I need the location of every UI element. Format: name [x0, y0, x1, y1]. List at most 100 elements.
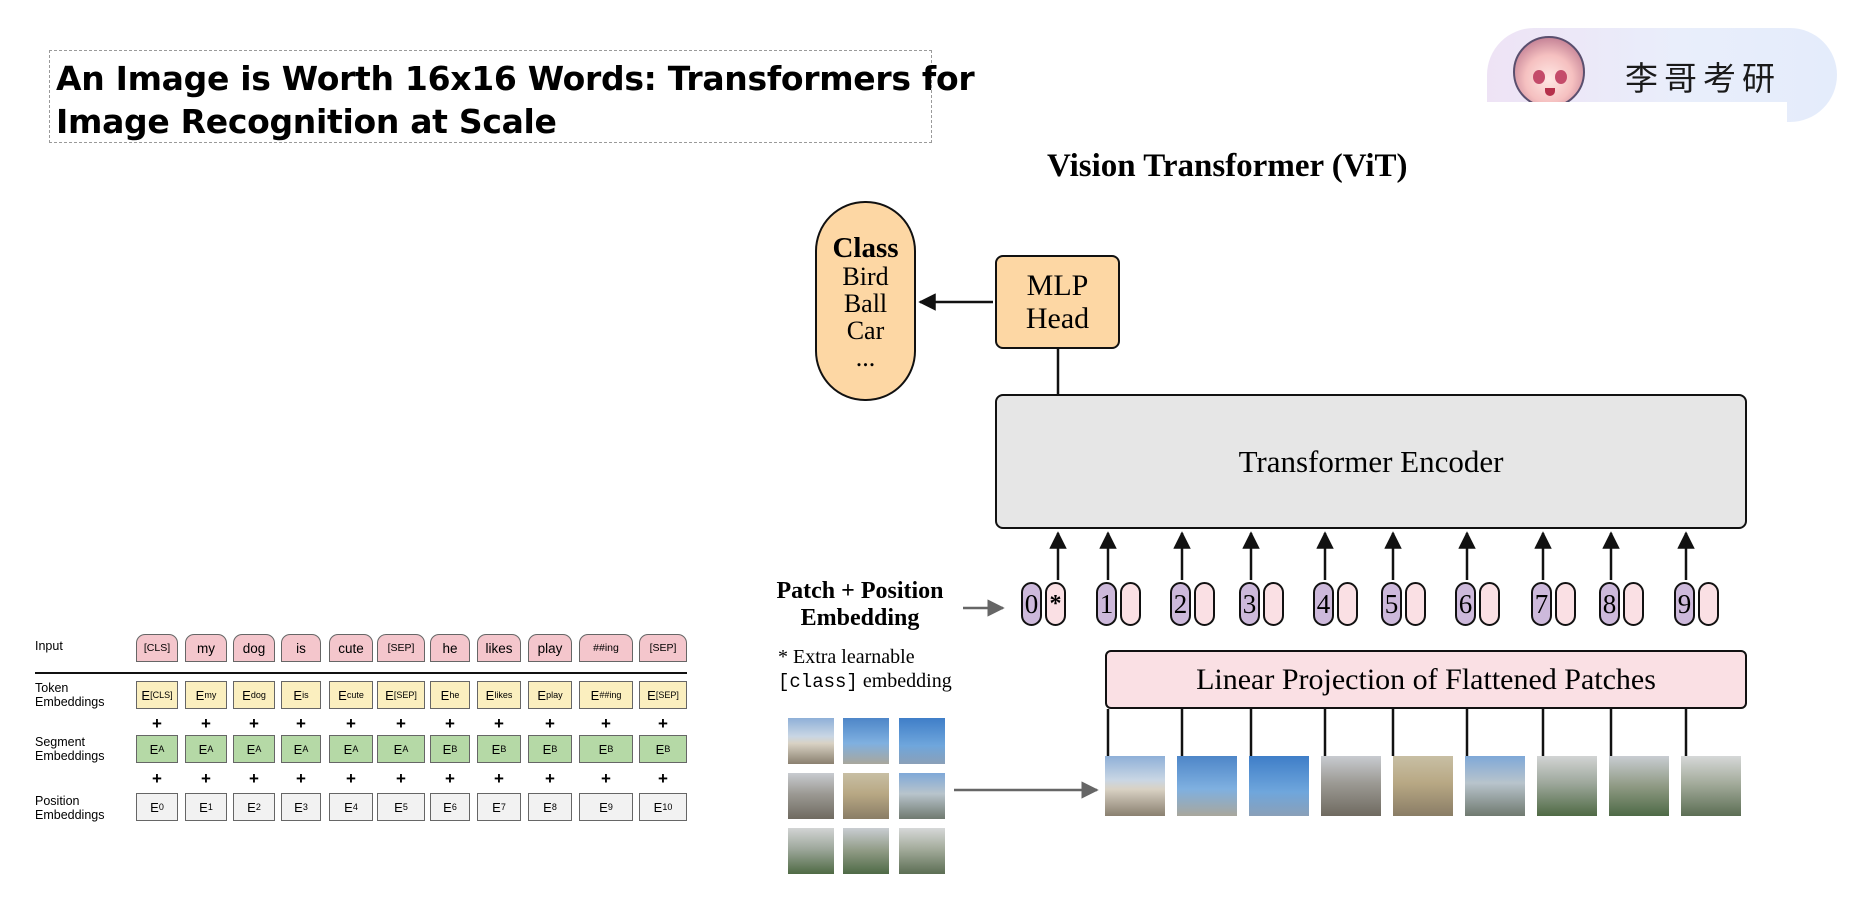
- image-patch: [1393, 756, 1453, 816]
- grid-image-patch: [843, 828, 889, 874]
- class-item-ellipsis: ...: [855, 343, 876, 372]
- embedding-letter: E: [149, 741, 159, 757]
- embedding-letter: E: [293, 687, 303, 703]
- plus-sign: +: [249, 714, 259, 733]
- embedding-subscript: is: [302, 690, 309, 700]
- plus-sign: +: [396, 714, 406, 733]
- mlp-head-line-2: Head: [1025, 302, 1090, 335]
- class-item-bird: Bird: [842, 262, 889, 291]
- patch-embedding-token: [1555, 582, 1576, 626]
- input-token-text: ##ing: [593, 642, 619, 654]
- avatar-mouth: [1545, 88, 1555, 96]
- grid-image-patch: [899, 828, 945, 874]
- transformer-encoder-box: Transformer Encoder: [995, 394, 1747, 529]
- embedding-subscript: dog: [250, 690, 266, 700]
- position-id-token: 4: [1313, 582, 1334, 626]
- extra-note-tail: embedding: [857, 670, 952, 692]
- input-token-text: cute: [338, 640, 364, 656]
- patch-embedding-token: [1120, 582, 1141, 626]
- plus-sign: +: [296, 714, 306, 733]
- grid-image-patch: [788, 773, 834, 819]
- patch-embedding-token: [1405, 582, 1426, 626]
- transformer-encoder-label: Transformer Encoder: [1238, 443, 1504, 479]
- image-patch: [1321, 756, 1381, 816]
- row-label-segment-embeddings: Segment Embeddings: [35, 735, 105, 763]
- extra-note-line-1: * Extra learnable: [778, 646, 915, 668]
- image-patch: [1681, 756, 1741, 816]
- grid-image-patch: [899, 773, 945, 819]
- extra-class-token-note: * Extra learnable [class] embedding: [778, 645, 952, 694]
- patch-position-label-line-1: Patch + Position: [776, 578, 944, 604]
- plus-sign: +: [346, 769, 356, 788]
- plus-sign: +: [201, 714, 211, 733]
- plus-sign: +: [152, 769, 162, 788]
- linear-projection-box: Linear Projection of Flattened Patches: [1105, 650, 1747, 709]
- input-token: my: [185, 634, 227, 662]
- class-token-marker: *: [1045, 582, 1066, 626]
- class-item-ball: Ball: [843, 289, 888, 318]
- input-token-text: play: [537, 640, 563, 656]
- token-embedding: E##ing: [579, 681, 633, 709]
- embedding-letter: E: [199, 799, 208, 815]
- plus-sign: +: [601, 769, 611, 788]
- input-token: is: [281, 634, 321, 662]
- input-token-text: likes: [485, 640, 513, 656]
- patch-embedding-token: [1479, 582, 1500, 626]
- input-token: [SEP]: [377, 634, 425, 662]
- patch-embedding-token: [1698, 582, 1719, 626]
- position-id-token: 9: [1674, 582, 1695, 626]
- plus-sign: +: [445, 769, 455, 788]
- plus-sign: +: [201, 769, 211, 788]
- position-id-token: 2: [1170, 582, 1191, 626]
- patch-embedding-token: [1263, 582, 1284, 626]
- class-output-box: Class Bird Ball Car ...: [815, 201, 916, 401]
- position-id-token: 8: [1599, 582, 1620, 626]
- embedding-subscript: B: [551, 744, 558, 754]
- embedding-subscript: play: [546, 690, 563, 700]
- embedding-letter: E: [655, 741, 665, 757]
- embedding-letter: E: [442, 741, 452, 757]
- vit-title: Vision Transformer (ViT): [1047, 148, 1408, 184]
- embedding-subscript: likes: [494, 690, 513, 700]
- image-patch: [1177, 756, 1237, 816]
- grid-image-patch: [899, 718, 945, 764]
- embedding-letter: E: [647, 687, 656, 703]
- embedding-subscript: [SEP]: [393, 690, 417, 700]
- extra-note-code: [class]: [778, 671, 858, 693]
- embedding-letter: E: [537, 687, 547, 703]
- embedding-subscript: A: [402, 744, 409, 754]
- position-id-token: 1: [1096, 582, 1117, 626]
- embedding-letter: E: [443, 799, 452, 815]
- image-patch: [1609, 756, 1669, 816]
- logo-shape-cutout: [1487, 102, 1787, 122]
- plus-sign: +: [658, 769, 668, 788]
- token-embedding: E[SEP]: [377, 681, 425, 709]
- linear-projection-label: Linear Projection of Flattened Patches: [1196, 662, 1656, 696]
- input-token-text: dog: [242, 640, 266, 656]
- extra-note-line-2: [class] embedding: [778, 669, 952, 694]
- mlp-head-box: MLP Head: [995, 255, 1120, 349]
- embedding-letter: E: [492, 799, 501, 815]
- embedding-subscript: [CLS]: [150, 690, 173, 700]
- embedding-letter: E: [150, 799, 159, 815]
- patch-position-label-line-2: Embedding: [800, 605, 920, 631]
- projection-input-lines: [1106, 709, 1688, 756]
- patch-embedding-token: [1194, 582, 1215, 626]
- embedding-subscript: my: [204, 690, 217, 700]
- slide-title-box: An Image is Worth 16x16 Words: Transform…: [49, 50, 975, 143]
- class-item-car: Car: [846, 316, 885, 345]
